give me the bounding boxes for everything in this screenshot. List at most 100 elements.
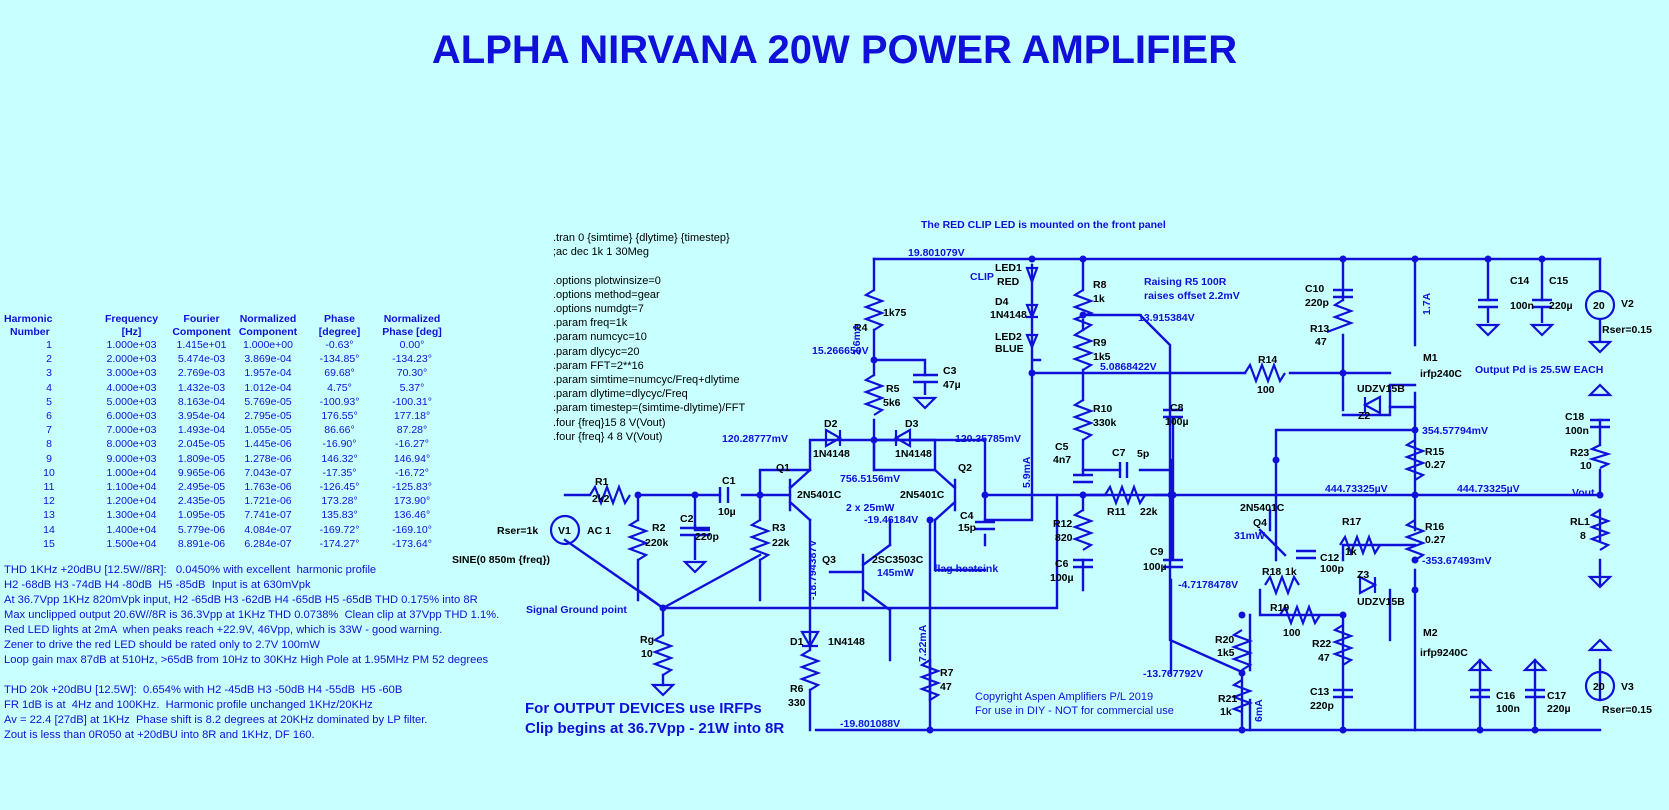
fourier-cell: -100.93° [319, 395, 360, 408]
label-c1-value: 10µ [718, 506, 736, 518]
label-r19: R19 [1270, 602, 1289, 614]
fourier-cell: 1.055e-05 [244, 424, 292, 437]
label-v1: V1 [558, 525, 571, 537]
label-c14-value: 100n [1510, 300, 1534, 312]
net-vpos: 19.801079V [908, 247, 965, 259]
output-device-line: For OUTPUT DEVICES use IRFPs [525, 700, 762, 717]
annot-i-r21: 6mA [1253, 699, 1265, 722]
label-r1: R1 [595, 476, 609, 488]
net-out1: 444.73325µV [1325, 483, 1388, 495]
fourier-header: Component [172, 325, 231, 338]
label-c18-value: 100n [1565, 425, 1589, 437]
net-out2: 444.73325µV [1457, 483, 1520, 495]
page-title: ALPHA NIRVANA 20W POWER AMPLIFIER [431, 28, 1238, 72]
label-r2: R2 [652, 522, 666, 534]
label-r6-value: 330 [788, 697, 806, 709]
fourier-cell: 1.400e+04 [106, 523, 157, 536]
fourier-cell: 3.000e+03 [106, 367, 157, 380]
fourier-cell: 6.000e+03 [106, 410, 157, 423]
label-c4: C4 [960, 510, 974, 522]
fourier-cell: 12 [43, 495, 55, 508]
fourier-cell: 3 [46, 367, 52, 380]
label-q2-value: 2N5401C [900, 489, 945, 501]
label-c16: C16 [1496, 690, 1515, 702]
label-c9: C9 [1150, 546, 1164, 558]
fourier-cell: 3.869e-04 [244, 353, 292, 366]
fourier-cell: 2 [46, 353, 52, 366]
fourier-cell: -16.90° [322, 438, 357, 451]
fourier-header: Phase [324, 312, 355, 325]
label-q1: Q1 [776, 462, 790, 474]
annot-i-m1: 1.7A [1421, 292, 1433, 315]
label-r21-value: 1k [1220, 706, 1232, 718]
fourier-cell: -16.72° [395, 466, 429, 479]
fourier-header: [degree] [318, 325, 361, 338]
label-r13: R13 [1310, 323, 1329, 335]
fourier-cell: 1.500e+04 [106, 537, 157, 550]
label-led2: LED2 [995, 331, 1022, 343]
fourier-cell: -17.35° [322, 466, 357, 479]
annot-rser1: Rser=1k [497, 525, 538, 537]
fourier-cell: 1.278e-06 [244, 452, 292, 465]
fourier-cell: 1.957e-04 [244, 367, 292, 380]
fourier-cell: 1.493e-04 [177, 424, 226, 437]
label-r12-value: 820 [1055, 532, 1073, 544]
fourier-cell: 6.284e-07 [244, 537, 292, 550]
label-c14: C14 [1510, 275, 1529, 287]
fourier-cell: 15 [43, 537, 55, 550]
fourier-cell: 2.435e-05 [177, 495, 226, 508]
label-r1-value: 2k2 [592, 493, 610, 505]
label-r8-value: 1k [1093, 293, 1105, 305]
net-tail: 756.5156mV [840, 473, 900, 485]
label-v2: V2 [1621, 298, 1634, 310]
fourier-cell: 177.18° [393, 410, 431, 423]
fourier-cell: 2.000e+03 [106, 353, 157, 366]
annot-i-r4: 2.6mA [851, 323, 863, 355]
net-n5: 5.0868422V [1100, 361, 1157, 373]
label-r19-value: 100 [1283, 627, 1301, 639]
fourier-cell: -100.31° [392, 395, 432, 408]
label-c17-value: 220µ [1547, 703, 1571, 715]
label-m2: M2 [1423, 627, 1438, 639]
annot-q4-pwr: 31mW [1234, 530, 1265, 542]
label-r2-value: 220k [645, 537, 669, 549]
label-c7-value: 5p [1137, 448, 1149, 460]
fourier-cell: 5.474e-03 [177, 353, 226, 366]
label-c10-value: 220p [1305, 297, 1329, 309]
label-r5: R5 [886, 383, 900, 395]
label-r22: R22 [1312, 638, 1331, 650]
notes-thd-20khz: THD 20k +20dBU [12.5W]: 0.654% with H2 -… [4, 684, 428, 741]
fourier-cell: 1.445e-06 [244, 438, 292, 451]
fourier-cell: 146.32° [321, 452, 358, 465]
fourier-cell: -134.85° [319, 353, 360, 366]
label-r13-value: 47 [1315, 336, 1327, 348]
fourier-cell: 1.300e+04 [106, 509, 157, 522]
label-d4: D4 [995, 296, 1009, 308]
net-q3c: -19.46184V [864, 514, 918, 526]
label-c8: C8 [1170, 402, 1184, 414]
label-c9-value: 100µ [1143, 561, 1167, 573]
net-n353: -353.67493mV [1422, 555, 1491, 567]
label-c2-value: 220p [695, 531, 719, 543]
output-device-note: For OUTPUT DEVICES use IRFPs Clip begins… [525, 699, 784, 739]
fourier-cell: 9.000e+03 [106, 452, 157, 465]
annot-sig-gnd: Signal Ground point [526, 604, 627, 616]
annot-raising: Raising R5 100R [1144, 276, 1227, 288]
label-r14-value: 100 [1257, 384, 1275, 396]
annot-pd: Output Pd is 25.5W EACH [1475, 364, 1603, 376]
fourier-cell: 7 [46, 424, 52, 437]
fourier-cell: 7.000e+03 [106, 424, 157, 437]
fourier-header: Phase [deg] [382, 325, 442, 338]
fourier-cell: 135.83° [321, 509, 358, 522]
label-r10-value: 330k [1093, 417, 1117, 429]
fourier-cell: 4.75° [327, 381, 352, 394]
fourier-header: Frequency [104, 312, 159, 325]
annot-raises: raises offset 2.2mV [1144, 290, 1240, 302]
label-c6-value: 100µ [1050, 572, 1074, 584]
fourier-cell: 70.30° [396, 367, 428, 380]
